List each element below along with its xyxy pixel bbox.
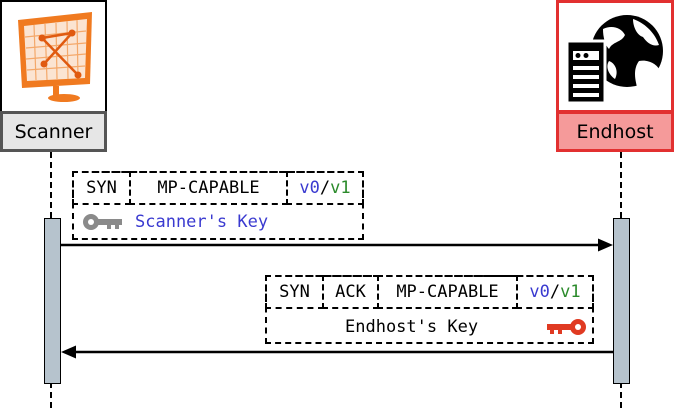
scanner-icon-box bbox=[0, 0, 107, 113]
message-1-version-a: v0 bbox=[299, 178, 320, 198]
gray-key-icon bbox=[83, 214, 122, 230]
message-1-field-mp-capable: MP-CAPABLE bbox=[129, 171, 288, 205]
message-1-version-b: v1 bbox=[330, 178, 351, 198]
message-2-version-b: v1 bbox=[560, 282, 581, 302]
message-2-field-ack: ACK bbox=[322, 275, 379, 309]
message-1-field-syn: SYN bbox=[72, 171, 131, 205]
message-2-version-slash: / bbox=[549, 282, 561, 302]
red-key-icon bbox=[547, 319, 586, 335]
scanner-label: Scanner bbox=[0, 111, 107, 152]
message-2-version: v0/v1 bbox=[516, 275, 594, 309]
message-2-field-mp-capable: MP-CAPABLE bbox=[377, 275, 518, 309]
scanner-activation-bar bbox=[44, 218, 61, 384]
endhost-activation-bar bbox=[613, 218, 630, 384]
monitor-chart-icon bbox=[18, 12, 92, 102]
message-2-version-a: v0 bbox=[529, 282, 550, 302]
message-1-key-label: Scanner's Key bbox=[135, 212, 269, 232]
endhost-actor: Endhost bbox=[556, 0, 674, 152]
message-1-version-slash: / bbox=[319, 178, 331, 198]
message-1-version: v0/v1 bbox=[286, 171, 364, 205]
message-2-field-syn: SYN bbox=[265, 275, 324, 309]
endhost-icon-box bbox=[556, 0, 674, 113]
server-globe-icon bbox=[565, 15, 663, 105]
endhost-label: Endhost bbox=[556, 111, 674, 152]
message-2-key-label: Endhost's Key bbox=[345, 317, 479, 337]
scanner-actor: Scanner bbox=[0, 0, 107, 152]
